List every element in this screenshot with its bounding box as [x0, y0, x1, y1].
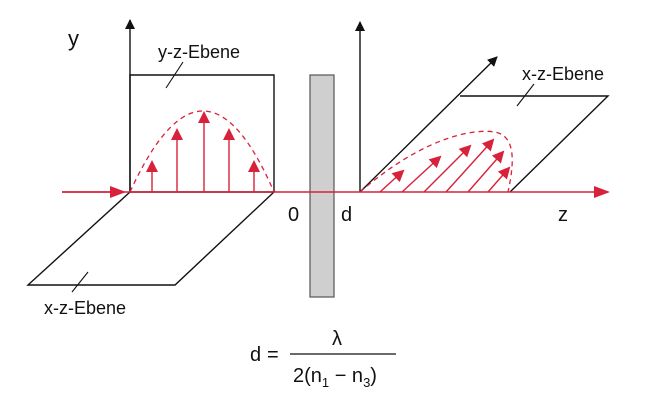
field-arrows-yz	[129, 110, 275, 193]
xz-plane-left	[26, 191, 276, 286]
field-arrow	[423, 144, 472, 193]
formula-denominator: 2(n1 − n3)	[293, 365, 377, 390]
plane-yz-label: y-z-Ebene	[158, 42, 240, 62]
formula-numerator: λ	[332, 328, 342, 350]
plane-xz-right-label: x-z-Ebene	[522, 64, 604, 84]
formula-lhs: d	[250, 344, 261, 366]
retardation-formula: d = λ 2(n1 − n3)	[250, 328, 396, 390]
field-arrows-xz	[359, 130, 513, 193]
leader-xz-right	[516, 83, 535, 107]
leader-xz-left	[71, 271, 89, 293]
leader-yz	[165, 61, 184, 89]
field-envelope-xz	[359, 130, 513, 193]
y-axis-label: y	[68, 26, 79, 51]
field-arrow	[379, 169, 405, 193]
field-arrow	[401, 155, 442, 193]
thickness-label: d	[341, 204, 352, 226]
right-diagonal-axis	[359, 56, 498, 193]
field-arrow	[445, 138, 495, 193]
plane-xz-left-label: x-z-Ebene	[44, 298, 126, 318]
field-arrow	[487, 166, 511, 193]
z-axis-label: z	[558, 204, 568, 226]
origin-label: 0	[288, 204, 299, 226]
xz-plane-right	[460, 95, 610, 193]
field-envelope-yz	[129, 110, 275, 193]
field-arrow	[467, 150, 505, 193]
formula-equals: =	[267, 344, 279, 366]
waveplate	[309, 74, 335, 298]
